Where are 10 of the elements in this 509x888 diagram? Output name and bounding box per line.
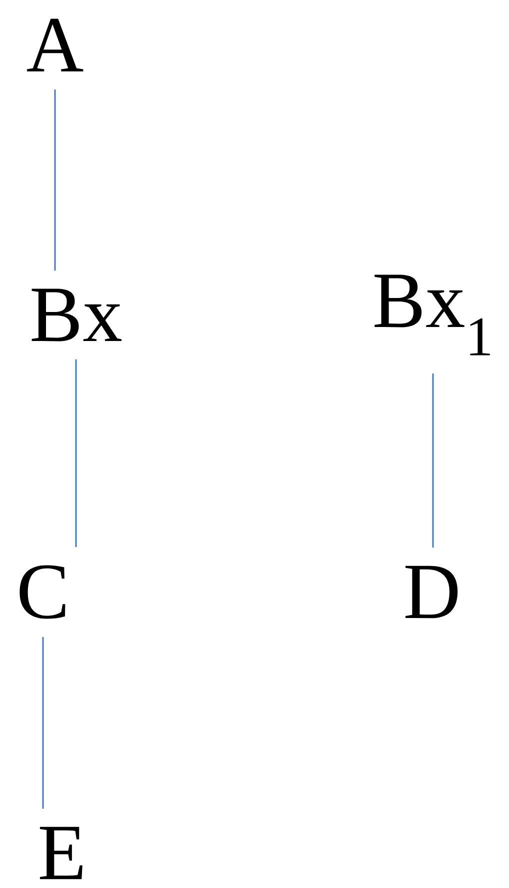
letter-label: E — [40, 826, 82, 880]
letter-label: C — [20, 565, 66, 619]
connector-line — [54, 90, 56, 271]
connector-line — [42, 636, 44, 809]
letter-label: A — [27, 18, 84, 72]
letter-label: D — [406, 566, 458, 618]
letter-label: Bx$_{1}$ — [374, 274, 490, 356]
connector-line — [75, 359, 77, 548]
letter-label: Bx — [32, 288, 122, 342]
connector-line — [432, 373, 434, 548]
